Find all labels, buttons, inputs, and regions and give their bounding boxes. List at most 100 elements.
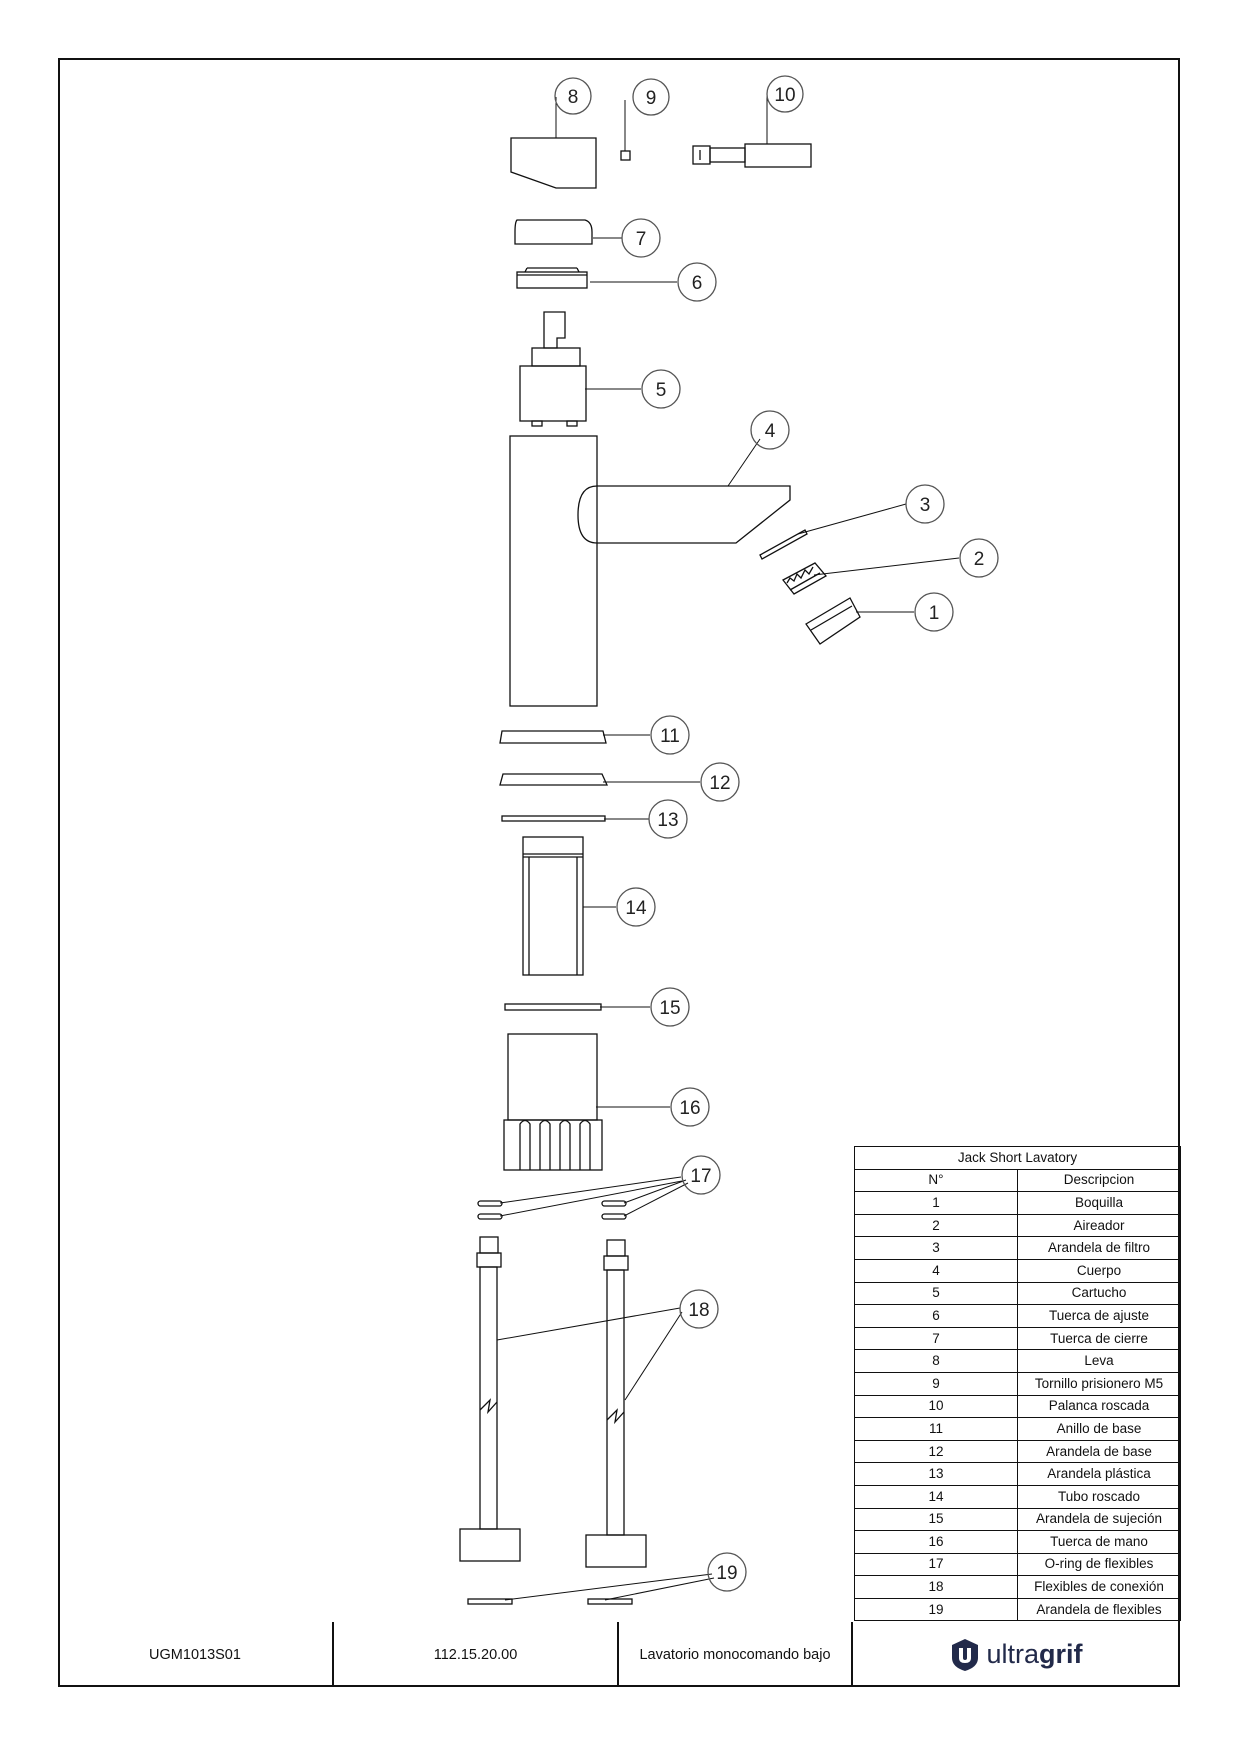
part-1-boquilla — [805, 597, 861, 645]
callout-11: 11 — [650, 715, 690, 755]
part-9-tornillo — [620, 150, 631, 161]
part-6-tuerca-ajuste — [516, 267, 588, 289]
svg-text:13: 13 — [657, 810, 678, 831]
part-number-cell: 1 — [854, 1191, 1018, 1215]
part-13-arandela-plastica — [501, 815, 606, 822]
logo-text-ultra: ultra — [986, 1639, 1040, 1669]
callout-6: 6 — [677, 262, 717, 302]
callout-10: 10 — [766, 75, 804, 113]
part-number-cell: 5 — [854, 1281, 1018, 1306]
part-description-cell: Arandela de flexibles — [1017, 1597, 1181, 1622]
part-number-cell: 11 — [854, 1417, 1018, 1441]
part-description-cell: Arandela de sujeción — [1017, 1507, 1181, 1532]
part-15-arandela-sujecion — [504, 1003, 602, 1011]
svg-text:3: 3 — [920, 495, 931, 516]
part-number-cell: 10 — [854, 1394, 1018, 1419]
callout-5: 5 — [641, 369, 681, 409]
svg-text:19: 19 — [716, 1563, 737, 1584]
callout-bubbles: 8 9 10 7 6 5 4 3 2 1 11 12 13 14 15 16 1… — [554, 75, 999, 1592]
svg-text:5: 5 — [656, 380, 667, 401]
svg-text:7: 7 — [636, 229, 647, 250]
svg-text:14: 14 — [625, 898, 647, 919]
column-header-description: Descripcion — [1017, 1168, 1181, 1193]
part-number-cell: 19 — [854, 1597, 1018, 1622]
callout-9: 9 — [632, 78, 670, 116]
svg-text:10: 10 — [774, 85, 795, 106]
part-number-cell: 13 — [854, 1462, 1018, 1486]
callout-12: 12 — [700, 762, 740, 802]
svg-text:4: 4 — [765, 421, 776, 442]
part-description-cell: Leva — [1017, 1349, 1181, 1373]
part-description-cell: Boquilla — [1017, 1191, 1181, 1215]
part-16-tuerca-mano — [503, 1033, 603, 1171]
svg-text:9: 9 — [646, 88, 657, 109]
part-description-cell: Anillo de base — [1017, 1417, 1181, 1441]
title-block: UGM1013S01 112.15.20.00 Lavatorio monoco… — [58, 1622, 1180, 1687]
svg-text:15: 15 — [659, 998, 680, 1019]
callout-19: 19 — [707, 1552, 747, 1592]
title-block-logo-cell: ultragrif — [853, 1622, 1180, 1687]
part-number-cell: 12 — [854, 1439, 1018, 1464]
part-5-cartucho — [519, 311, 587, 427]
svg-text:18: 18 — [688, 1300, 709, 1321]
svg-text:2: 2 — [974, 549, 985, 570]
callout-1: 1 — [914, 592, 954, 632]
callout-8: 8 — [554, 77, 592, 115]
part-description-cell: Tubo roscado — [1017, 1484, 1181, 1509]
part-description-cell: Arandela de base — [1017, 1439, 1181, 1464]
part-12-arandela-base — [499, 773, 609, 786]
part-number-cell: 9 — [854, 1371, 1018, 1396]
callout-2: 2 — [959, 538, 999, 578]
callout-13: 13 — [648, 799, 688, 839]
part-18-flexibles — [459, 1236, 647, 1568]
svg-text:6: 6 — [692, 273, 703, 294]
part-description-cell: Arandela de filtro — [1017, 1236, 1181, 1260]
title-block-product-name: Lavatorio monocomando bajo — [619, 1622, 853, 1687]
ultragrif-shield-icon — [952, 1638, 979, 1671]
part-number-cell: 2 — [854, 1213, 1018, 1238]
part-10-palanca — [692, 143, 812, 168]
part-number-cell: 4 — [854, 1258, 1018, 1283]
part-number-cell: 8 — [854, 1349, 1018, 1373]
part-number-cell: 6 — [854, 1304, 1018, 1328]
part-number-cell: 7 — [854, 1326, 1018, 1351]
svg-text:12: 12 — [709, 773, 730, 794]
part-description-cell: Tornillo prisionero M5 — [1017, 1371, 1181, 1396]
part-number-cell: 14 — [854, 1484, 1018, 1509]
part-description-cell: Cartucho — [1017, 1281, 1181, 1306]
callout-16: 16 — [670, 1087, 710, 1127]
part-8-leva — [510, 137, 597, 189]
drawing-sheet-border — [58, 58, 1180, 1687]
part-2-aireador — [782, 562, 828, 595]
callout-4: 4 — [750, 410, 790, 450]
part-4-cuerpo — [509, 435, 791, 707]
part-11-anillo-base — [499, 730, 607, 744]
callout-3: 3 — [905, 484, 945, 524]
svg-text:8: 8 — [568, 87, 579, 108]
part-17-orings — [477, 1200, 627, 1220]
part-description-cell: O-ring de flexibles — [1017, 1552, 1181, 1577]
part-description-cell: Tuerca de ajuste — [1017, 1304, 1181, 1328]
svg-text:17: 17 — [690, 1166, 711, 1187]
part-number-cell: 15 — [854, 1507, 1018, 1532]
part-description-cell: Palanca roscada — [1017, 1394, 1181, 1419]
logo-text-grif: grif — [1039, 1639, 1083, 1669]
part-description-cell: Flexibles de conexión — [1017, 1575, 1181, 1599]
